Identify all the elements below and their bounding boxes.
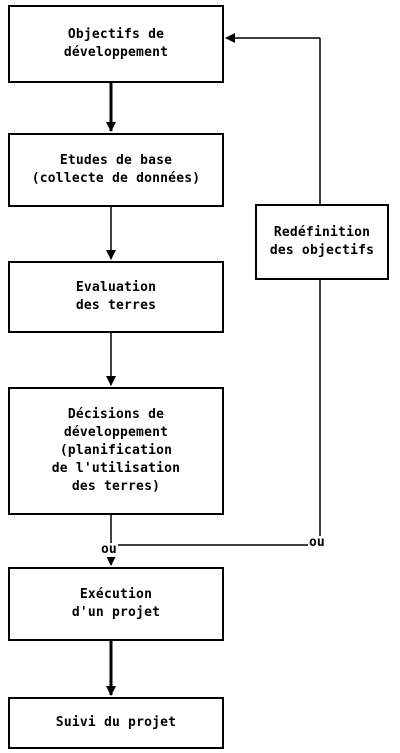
box-evaluation-des-terres: Evaluation des terres bbox=[8, 261, 224, 333]
box-etudes-de-base: Etudes de base (collecte de données) bbox=[8, 133, 224, 207]
box-text-line: (collecte de données) bbox=[31, 171, 201, 186]
box-redefinition-des-objectifs: Redéfinition des objectifs bbox=[255, 204, 389, 280]
box-text-line: développement bbox=[63, 45, 169, 60]
box-text-line: des terres bbox=[75, 298, 157, 313]
box-text-line: de l'utilisation bbox=[51, 461, 181, 476]
box-execution-projet: Exécution d'un projet bbox=[8, 567, 224, 641]
box-text-line: Redéfinition bbox=[273, 225, 371, 240]
box-text-line: d'un projet bbox=[71, 605, 161, 620]
box-text-line: Etudes de base bbox=[59, 153, 173, 168]
box-text-line: Exécution bbox=[79, 587, 153, 602]
box-text-line: Suivi du projet bbox=[55, 715, 177, 730]
box-suivi-du-projet: Suivi du projet bbox=[8, 697, 224, 749]
box-decisions-de-developpement: Décisions de développement (planificatio… bbox=[8, 387, 224, 515]
edge-label-ou-left: ou bbox=[100, 542, 118, 557]
box-text-line: développement bbox=[63, 425, 169, 440]
box-text-line: Décisions de bbox=[67, 407, 165, 422]
box-text-line: des objectifs bbox=[269, 243, 375, 258]
box-text-line: (planification bbox=[59, 443, 173, 458]
box-text-line: Evaluation bbox=[75, 280, 157, 295]
box-text-line: Objectifs de bbox=[67, 27, 165, 42]
box-objectifs-de-developpement: Objectifs de développement bbox=[8, 5, 224, 83]
edge-label-ou-right: ou bbox=[308, 535, 326, 550]
box-text-line: des terres) bbox=[71, 479, 161, 494]
